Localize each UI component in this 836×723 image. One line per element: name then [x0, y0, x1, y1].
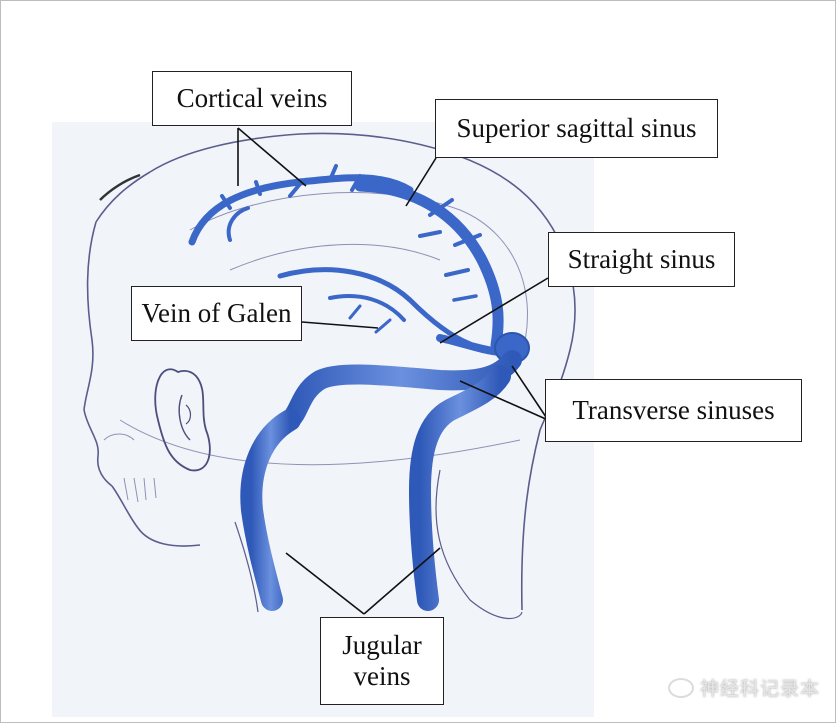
label-superior-sagittal-sinus-text: Superior sagittal sinus	[456, 112, 697, 143]
label-cortical-veins-text: Cortical veins	[176, 82, 328, 113]
label-transverse-sinuses-text: Transverse sinuses	[572, 394, 775, 425]
watermark-text: 神经科记录本	[699, 678, 820, 700]
label-cortical-veins: Cortical veins	[152, 71, 352, 126]
label-jugular-veins: Jugular veins	[320, 617, 444, 705]
leader-lines	[237, 127, 549, 615]
wechat-icon	[667, 677, 694, 698]
skull-contours	[119, 192, 528, 466]
label-vein-of-galen: Vein of Galen	[131, 286, 302, 341]
jugular-vein-left	[240, 409, 301, 611]
ear	[154, 368, 211, 472]
label-straight-sinus-text: Straight sinus	[567, 243, 716, 274]
head-outline	[83, 132, 576, 620]
label-jugular-veins-line1: Jugular	[342, 629, 422, 660]
vein-of-galen	[277, 267, 473, 347]
watermark: 神经科记录本	[667, 674, 820, 701]
jugular-vein-right	[408, 365, 511, 611]
label-straight-sinus: Straight sinus	[548, 232, 735, 287]
superior-sagittal-sinus	[354, 180, 504, 351]
label-transverse-sinuses: Transverse sinuses	[545, 379, 802, 442]
label-jugular-veins-line2: veins	[353, 661, 411, 691]
label-superior-sagittal-sinus: Superior sagittal sinus	[435, 99, 718, 158]
transverse-sinus	[280, 350, 522, 430]
face-details	[103, 433, 157, 503]
veins	[188, 164, 530, 611]
label-vein-of-galen-text: Vein of Galen	[141, 297, 292, 328]
